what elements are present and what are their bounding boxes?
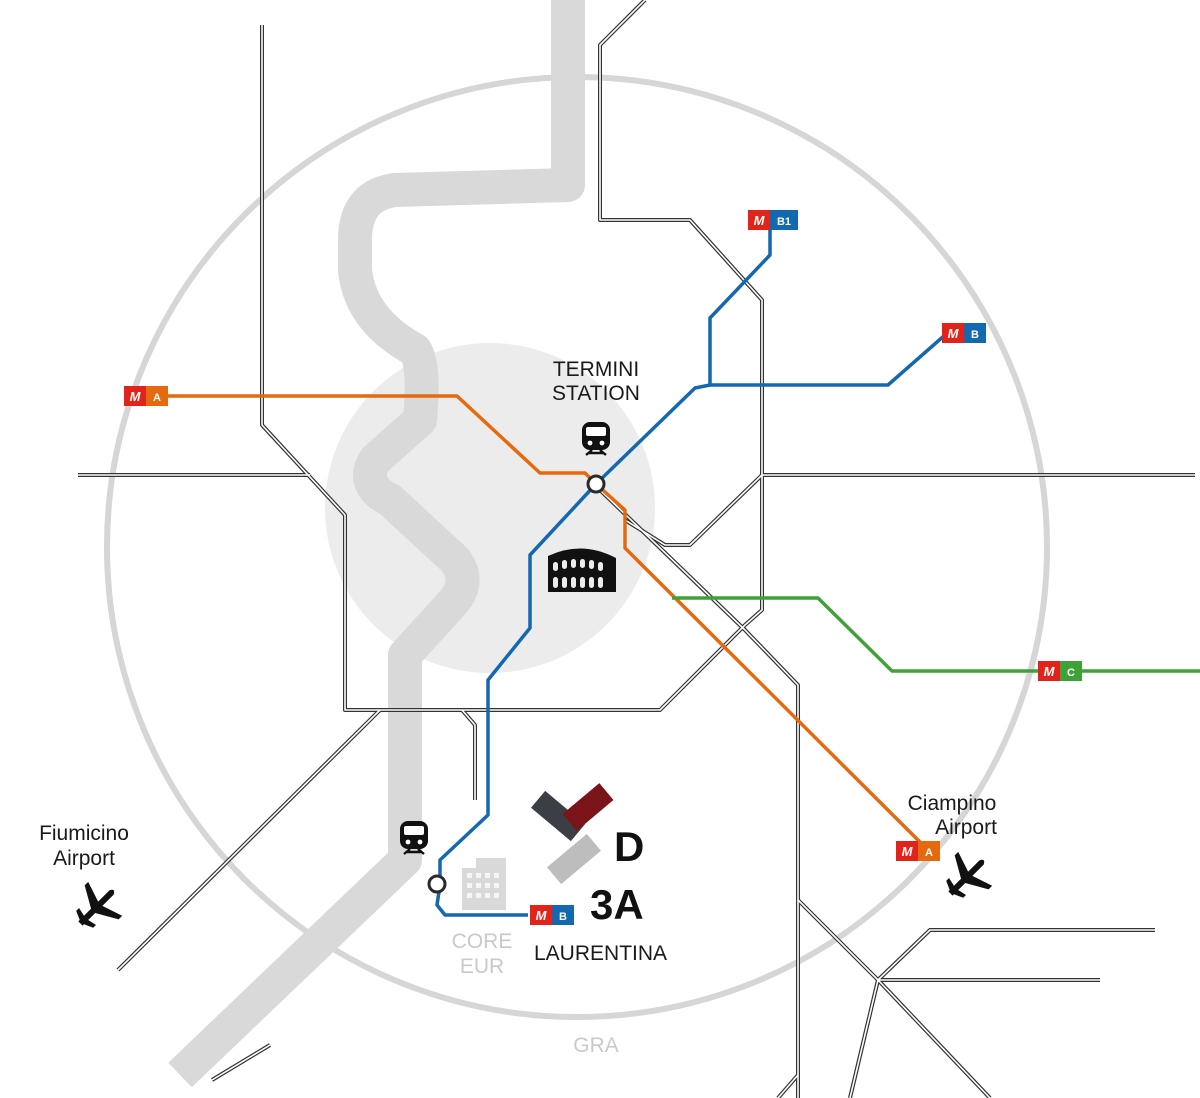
d3a-logo: D 3A — [531, 783, 644, 928]
road-network — [78, 0, 1195, 1098]
svg-text:M: M — [948, 326, 960, 341]
fiumicino-label: Fiumicino — [39, 822, 129, 845]
ciampino-label: Ciampino — [908, 792, 997, 815]
airplane-icon — [76, 881, 123, 928]
logo-d-text: D — [614, 823, 644, 870]
svg-text:B1: B1 — [777, 216, 791, 228]
svg-text:M: M — [1044, 664, 1056, 679]
termini-label: TERMINI — [553, 358, 639, 381]
badge-metro-a-west[interactable]: M A — [124, 386, 168, 406]
fiumicino-label: Airport — [53, 847, 115, 870]
termini-interchange-dot[interactable] — [586, 474, 606, 494]
colosseum-icon — [548, 548, 616, 592]
laurentina-label: LAURENTINA — [534, 942, 667, 965]
badge-metro-c[interactable]: M C — [1038, 661, 1082, 681]
svg-text:M: M — [902, 844, 914, 859]
badge-metro-a-ciampino[interactable]: M A — [896, 841, 940, 861]
ciampino-label: Airport — [935, 816, 997, 839]
logo-bar-dark-red — [562, 783, 614, 831]
gra-label: GRA — [573, 1034, 619, 1057]
badge-metro-b1[interactable]: M B1 — [748, 210, 798, 230]
svg-text:M: M — [536, 908, 548, 923]
core-eur-label: CORE — [452, 930, 513, 953]
train-icon — [400, 821, 428, 855]
svg-text:A: A — [153, 392, 161, 404]
tiber-river — [168, 0, 585, 1088]
eur-station-dot[interactable] — [427, 874, 447, 894]
core-eur-label: EUR — [460, 955, 504, 978]
metro-line-b — [435, 333, 947, 917]
svg-text:B: B — [971, 329, 979, 341]
logo-bar-light-grey — [547, 833, 601, 885]
svg-text:M: M — [130, 389, 142, 404]
badge-metro-b-laurentina[interactable]: M B — [530, 905, 574, 925]
office-building-icon — [462, 858, 506, 910]
airplane-icon — [946, 851, 993, 898]
metro-line-b1 — [708, 230, 772, 385]
logo-3a-text: 3A — [590, 881, 644, 928]
svg-text:A: A — [925, 847, 933, 859]
svg-text:B: B — [559, 911, 567, 923]
svg-text:C: C — [1067, 667, 1075, 679]
termini-label: STATION — [552, 382, 640, 405]
logo-bar-dark-grey — [531, 790, 585, 842]
badge-metro-b-east[interactable]: M B — [942, 323, 986, 343]
svg-text:M: M — [754, 213, 766, 228]
train-icon — [582, 422, 610, 456]
